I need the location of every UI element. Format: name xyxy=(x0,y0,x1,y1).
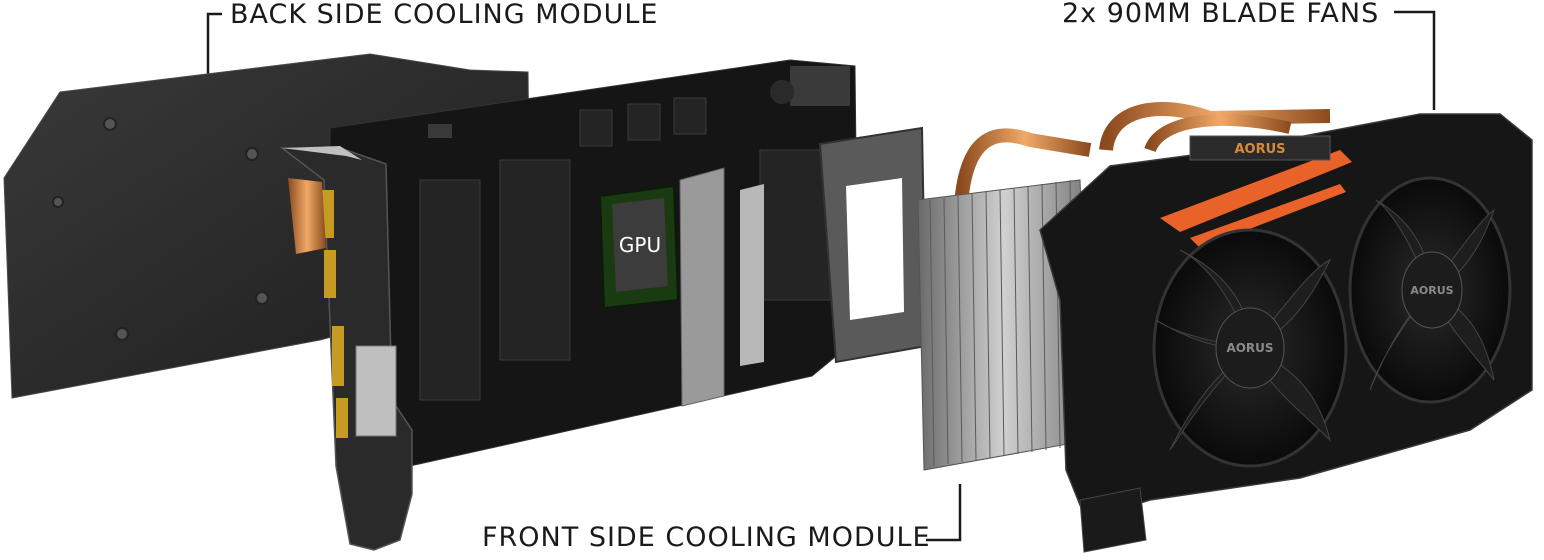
gpu-chip: GPU xyxy=(598,184,680,310)
gpu-chip-label: GPU xyxy=(619,233,661,257)
pcb-board xyxy=(329,59,859,471)
pcie-bracket-foot xyxy=(1079,487,1147,553)
blade-fans-label: 2x 90MM BLADE FANS xyxy=(1062,0,1380,29)
fan-left: AORUS xyxy=(1152,228,1348,468)
fan-right: AORUS xyxy=(1348,176,1512,404)
front-cooling-module-label: FRONT SIDE COOLING MODULE xyxy=(482,522,931,553)
io-bracket xyxy=(279,146,413,551)
shroud-logo-plate xyxy=(1189,135,1331,161)
copper-contact-block xyxy=(288,178,326,254)
shroud-orange-stripe xyxy=(1160,150,1352,232)
fan-right-logo: AORUS xyxy=(1410,284,1453,297)
mounting-bracket-frame xyxy=(818,126,928,364)
front-leader-line xyxy=(926,484,962,542)
thermal-pads xyxy=(679,167,764,407)
dvi-port xyxy=(355,345,397,437)
back-plate-screws xyxy=(52,117,269,341)
fans-leader-line xyxy=(1394,10,1436,110)
shroud-logo-text: AORUS xyxy=(1234,142,1285,157)
fan-left-logo: AORUS xyxy=(1226,341,1273,355)
back-cooling-module-label: BACK SIDE COOLING MODULE xyxy=(230,0,659,30)
pcb-connectors xyxy=(428,66,850,138)
io-ports xyxy=(322,190,348,438)
